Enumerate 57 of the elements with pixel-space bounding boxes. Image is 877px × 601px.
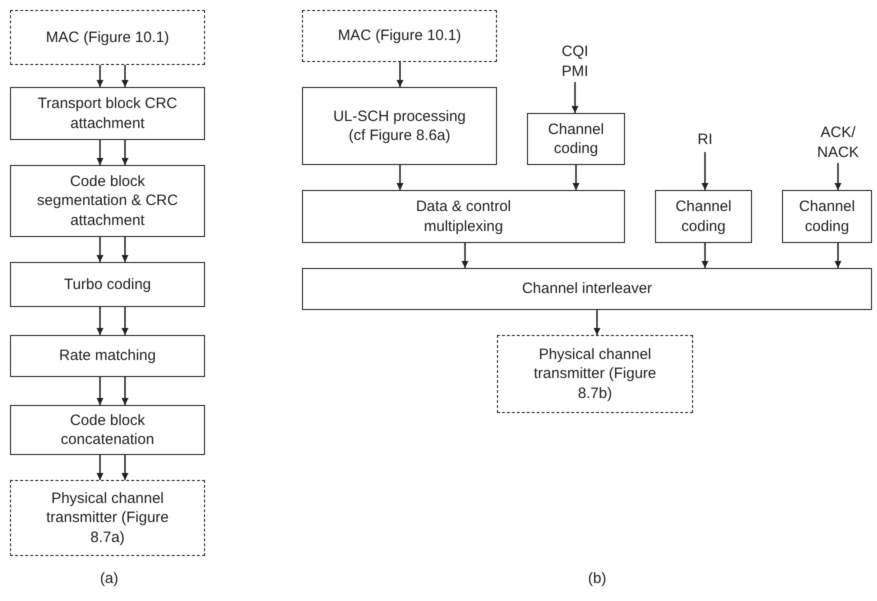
external-block: [497, 335, 693, 413]
panel-label: (b): [588, 570, 606, 587]
arrow: [702, 243, 708, 268]
box-label: UL-SCH processing (cf Figure 8.6a): [332, 106, 467, 146]
panel-label: (a): [100, 570, 118, 587]
box-label: Channel coding: [798, 197, 856, 236]
arrow: [572, 165, 580, 190]
signal-label: RI: [680, 130, 730, 150]
box-label: Channel interleaver: [522, 279, 652, 299]
arrow: [834, 243, 842, 268]
external-block: [10, 480, 205, 556]
arrow: [834, 163, 842, 190]
arrow: [96, 455, 104, 480]
arrow: [396, 62, 404, 87]
arrow: [96, 237, 104, 262]
process-box: [302, 190, 625, 243]
arrow: [702, 152, 708, 190]
external-block: [302, 10, 497, 62]
arrow: [122, 455, 128, 480]
arrow: [96, 307, 104, 335]
box-label: Physical channel transmitter (Figure 8.7a): [45, 488, 170, 548]
box-label: MAC (Figure 10.1): [338, 26, 462, 46]
process-box: [10, 405, 205, 455]
arrow: [122, 307, 128, 335]
process-box: [10, 262, 205, 307]
arrow: [122, 140, 128, 165]
box-label: MAC (Figure 10.1): [46, 28, 170, 48]
arrow: [462, 243, 468, 268]
box-label: Code block segmentation & CRC attachment: [36, 172, 179, 230]
process-box: [782, 190, 872, 243]
box-label: Channel coding: [674, 197, 732, 236]
arrow: [594, 310, 600, 335]
arrow: [122, 237, 128, 262]
arrow: [572, 82, 578, 113]
process-box: [10, 165, 205, 237]
process-box: [10, 335, 205, 377]
process-box: [302, 87, 497, 165]
box-label: Transport block CRC attachment: [36, 94, 178, 133]
signal-label: CQI PMI: [550, 42, 600, 81]
arrow: [96, 140, 104, 165]
process-box: [10, 87, 205, 140]
arrow: [396, 165, 404, 190]
signal-label: ACK/ NACK: [810, 123, 866, 162]
arrow: [96, 377, 104, 405]
box-label: Rate matching: [59, 346, 156, 366]
arrow: [122, 65, 128, 87]
external-block: [10, 10, 205, 65]
box-label: Physical channel transmitter (Figure 8.7b): [532, 344, 658, 404]
box-label: Channel coding: [547, 120, 605, 158]
box-label: Code block concatenation: [60, 410, 156, 450]
box-label: Turbo coding: [64, 274, 151, 294]
process-box: [655, 190, 752, 243]
process-box: [527, 113, 625, 165]
process-box: [302, 268, 872, 310]
box-label: Data & control multiplexing: [414, 197, 512, 236]
arrow: [122, 377, 128, 405]
arrow: [96, 65, 104, 87]
